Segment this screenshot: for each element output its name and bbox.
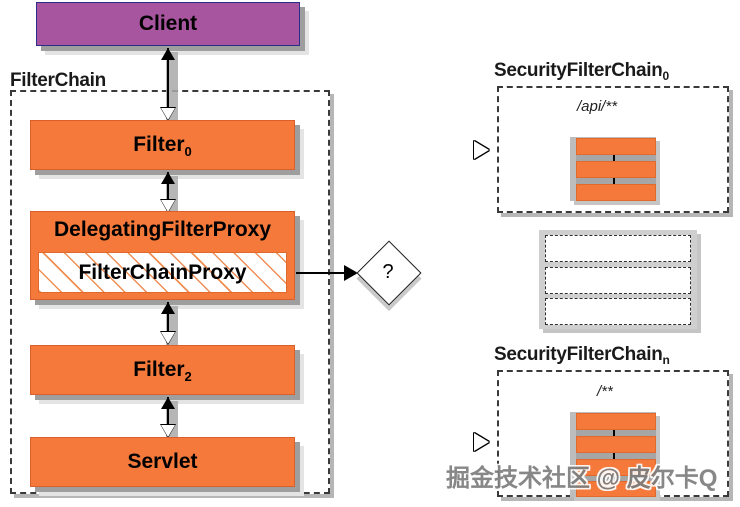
delegating-filter-proxy-box[interactable]: DelegatingFilterProxy FilterChainProxy xyxy=(30,211,295,300)
servlet-box[interactable]: Servlet xyxy=(30,437,295,487)
client-box[interactable]: Client xyxy=(36,2,300,46)
decision-diamond-label: ? xyxy=(382,260,394,283)
arrow-head-up-icon xyxy=(161,302,175,314)
stack-tick xyxy=(613,430,615,436)
client-label: Client xyxy=(138,12,198,35)
arrow-head-up-icon xyxy=(161,48,175,60)
security-filter-chain-0-arrowhead-icon xyxy=(474,141,489,159)
stack-tick xyxy=(613,453,615,459)
stack-bar xyxy=(576,413,656,430)
filter-0-label: Filter0 xyxy=(133,133,192,159)
arrow-stem xyxy=(167,172,169,212)
arrow-head-up-icon xyxy=(161,397,175,409)
stack-gap xyxy=(576,430,656,436)
stack-bar xyxy=(576,184,656,201)
filter-chain-proxy-box[interactable]: FilterChainProxy xyxy=(38,252,287,293)
stack-tick xyxy=(613,178,615,184)
arrow-dfp-filter2 xyxy=(160,302,181,348)
security-filter-chain-0-path: /api/** xyxy=(577,98,618,115)
security-filter-chain-n-filter-stack[interactable] xyxy=(570,412,656,497)
arrow-head-down-icon xyxy=(161,108,175,120)
filter-chain-proxy-label: FilterChainProxy xyxy=(78,260,247,284)
arrow-head-down-icon xyxy=(161,332,175,344)
arrow-filter2-servlet xyxy=(160,397,181,441)
security-filter-chain-n-label: SecurityFilterChainn xyxy=(494,344,670,367)
placeholder-row xyxy=(545,235,691,262)
connector-line xyxy=(296,272,352,274)
arrow-stem xyxy=(167,48,169,120)
arrow-head-down-icon xyxy=(161,425,175,437)
connector-arrowhead-icon xyxy=(344,265,358,281)
filter-0-box[interactable]: Filter0 xyxy=(30,120,295,170)
stack-gap xyxy=(576,155,656,161)
stack-gap xyxy=(576,476,656,481)
watermark-text: 掘金技术社区 @ 皮尔卡Q xyxy=(446,465,718,492)
placeholder-row xyxy=(545,267,691,294)
security-filter-chain-n-arrowhead-icon xyxy=(474,433,489,451)
stack-bar xyxy=(576,459,656,476)
stack-gap xyxy=(576,178,656,184)
chains-placeholder xyxy=(539,230,697,329)
arrow-stem xyxy=(167,397,169,437)
stack-tick xyxy=(613,155,615,161)
arrow-filter0-dfp xyxy=(160,172,181,216)
filter-2-box[interactable]: Filter2 xyxy=(30,345,295,395)
filterchain-group-label: FilterChain xyxy=(10,70,106,91)
security-filter-chain-0-filter-stack[interactable] xyxy=(570,137,656,201)
filter-2-label: Filter2 xyxy=(133,358,192,384)
arrow-client-filter0 xyxy=(160,48,181,124)
arrow-stem xyxy=(167,302,169,344)
placeholder-row xyxy=(545,298,691,325)
security-filter-chain-n-path: /** xyxy=(597,383,613,400)
arrow-head-down-icon xyxy=(161,200,175,212)
stack-bar xyxy=(576,436,656,453)
arrow-head-up-icon xyxy=(161,172,175,184)
stack-bar xyxy=(576,481,656,497)
stack-gap xyxy=(576,453,656,459)
servlet-label: Servlet xyxy=(127,450,198,473)
security-filter-chain-0-label: SecurityFilterChain0 xyxy=(494,60,669,83)
stack-bar xyxy=(576,138,656,155)
delegating-filter-proxy-label: DelegatingFilterProxy xyxy=(53,218,272,241)
stack-bar xyxy=(576,161,656,178)
arrow-shadow xyxy=(166,52,178,124)
stack-tick xyxy=(613,476,615,481)
